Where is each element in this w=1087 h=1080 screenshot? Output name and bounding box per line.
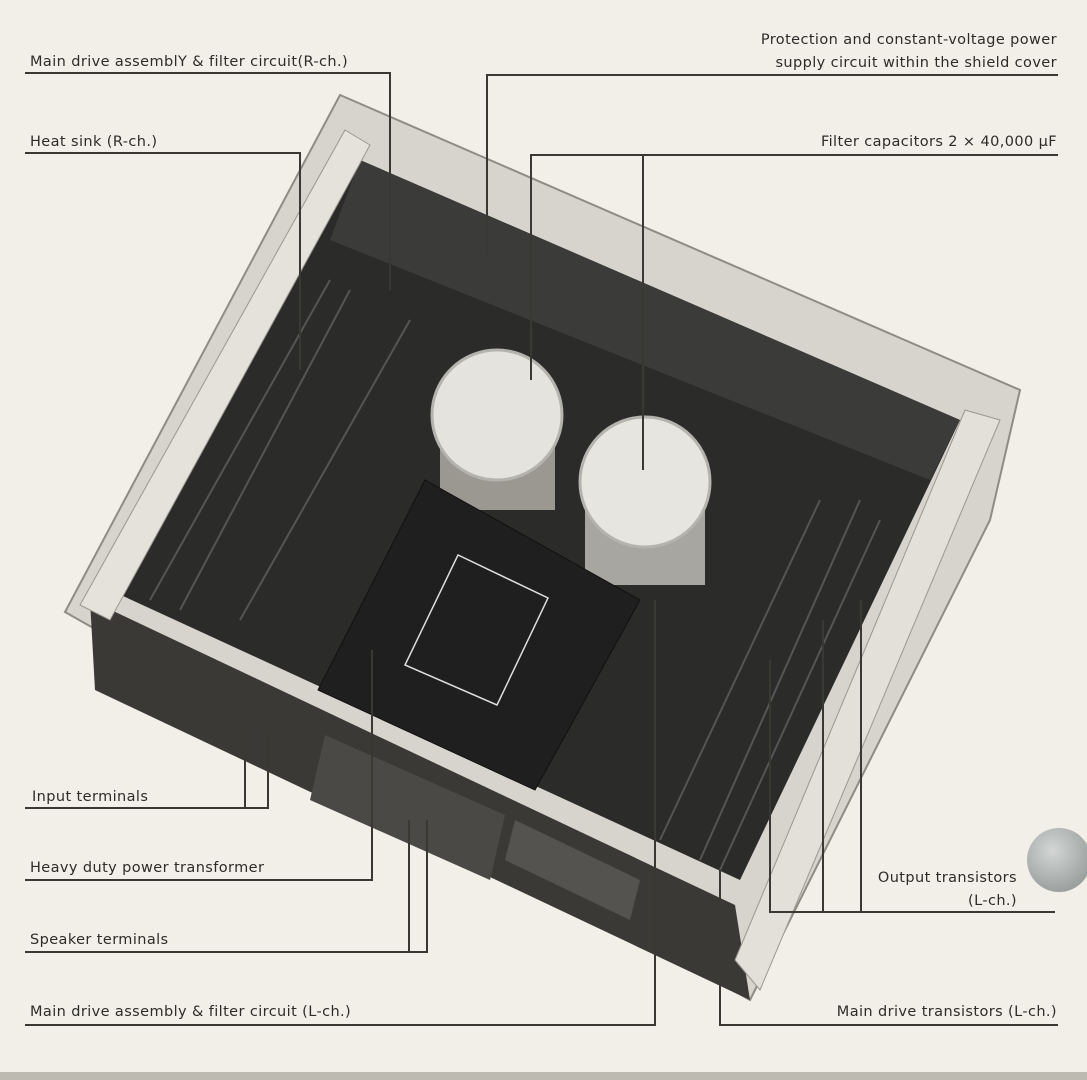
label-main-drive-transistors-l: Main drive transistors (L-ch.) bbox=[836, 1004, 1057, 1020]
label-main-drive-l: Main drive assembly & filter circuit (L-… bbox=[30, 1004, 352, 1020]
filter-capacitor bbox=[430, 348, 564, 482]
bottom-border bbox=[0, 1072, 1087, 1080]
label-protection-line2: supply circuit within the shield cover bbox=[775, 55, 1057, 71]
label-heat-sink-r: Heat sink (R-ch.) bbox=[30, 134, 158, 150]
label-power-transformer: Heavy duty power transformer bbox=[30, 860, 265, 876]
filter-capacitor bbox=[578, 415, 712, 549]
grey-sphere bbox=[1027, 828, 1087, 892]
label-main-drive-r: Main drive assemblY & filter circuit(R-c… bbox=[30, 54, 349, 70]
label-output-transistors-channel: (L-ch.) bbox=[968, 893, 1017, 909]
label-protection-line1: Protection and constant-voltage power bbox=[760, 32, 1057, 48]
leader-lines bbox=[25, 72, 1058, 1026]
label-speaker-terminals: Speaker terminals bbox=[30, 932, 169, 948]
label-filter-capacitors: Filter capacitors 2 × 40,000 μF bbox=[820, 134, 1057, 150]
transformer-cover bbox=[317, 479, 641, 791]
label-input-terminals: Input terminals bbox=[32, 789, 149, 805]
label-output-transistors: Output transistors bbox=[877, 870, 1017, 886]
